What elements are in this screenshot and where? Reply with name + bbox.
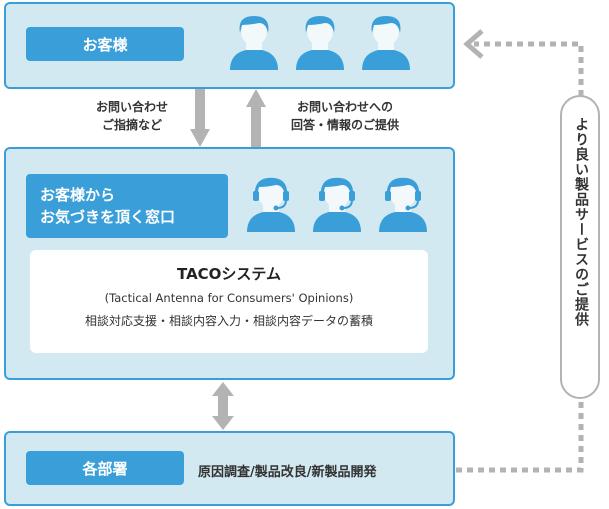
taco-system-box: TACOシステム (Tactical Antenna for Consumers… (30, 250, 428, 353)
inquiry-text-line1: お問い合わせ (95, 100, 168, 114)
operator-headset-icon (247, 177, 295, 232)
taco-description: 相談対応支援・相談内容入力・相談内容データの蓄積 (84, 314, 373, 328)
customer-person-icon (230, 16, 278, 70)
down-arrow (190, 89, 210, 147)
answer-text-line1: お問い合わせへの (296, 100, 393, 114)
contact-label-line2: お気づきを頂く窓口 (40, 208, 176, 226)
taco-subtitle: (Tactical Antenna for Consumers' Opinion… (104, 291, 354, 305)
operator-headset-icon (313, 177, 361, 232)
contact-label-line1: お客様から (40, 186, 116, 204)
up-arrow (246, 89, 266, 147)
answer-text: お問い合わせへの 回答・情報のご提供 (270, 98, 420, 134)
customer-person-icon (362, 16, 410, 70)
taco-title: TACOシステム (177, 265, 281, 283)
answer-text-line2: 回答・情報のご提供 (290, 118, 399, 132)
departments-label: 各部署 (26, 451, 184, 485)
departments-description: 原因調査/製品改良/新製品開発 (198, 465, 377, 480)
feedback-label: より良い製品サービスのご提供 (573, 117, 589, 327)
customers-label: お客様 (26, 27, 184, 61)
inquiry-text: お問い合わせ ご指摘など (78, 98, 186, 134)
feedback-pill (560, 95, 600, 399)
bidirectional-arrow (212, 382, 234, 430)
operator-headset-icon (379, 177, 427, 232)
inquiry-text-line2: ご指摘など (101, 118, 162, 132)
contact-label: お客様から お気づきを頂く窓口 (26, 174, 228, 238)
customer-person-icon (296, 16, 344, 70)
